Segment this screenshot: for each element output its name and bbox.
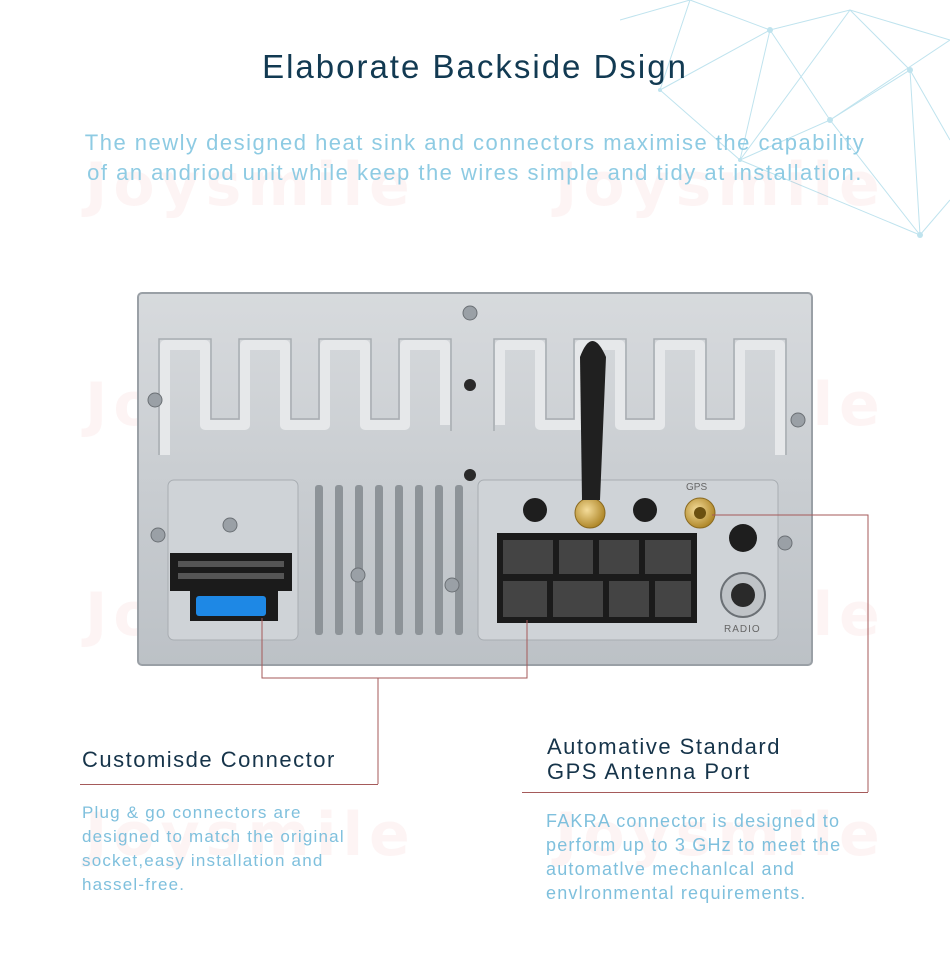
- callout-title-gps-line2: GPS Antenna Port: [547, 759, 751, 784]
- radio-port-label: RADIO: [724, 624, 761, 635]
- network-decoration: [620, 0, 950, 238]
- page-subtitle: The newly designed heat sink and connect…: [84, 130, 866, 185]
- device-back-panel: [137, 292, 813, 666]
- callout-desc-gps: FAKRA connector is designed to perform u…: [546, 811, 842, 903]
- page-title: Elaborate Backside Dsign: [262, 48, 688, 85]
- callout-underline: [80, 784, 378, 785]
- callout-title-gps-line1: Automative Standard: [547, 734, 781, 759]
- callout-underline: [522, 792, 868, 793]
- callout-title-connector: Customisde Connector: [82, 747, 336, 772]
- gps-port-label: GPS: [686, 482, 708, 493]
- callout-desc-connector: Plug & go connectors are designed to mat…: [82, 803, 345, 894]
